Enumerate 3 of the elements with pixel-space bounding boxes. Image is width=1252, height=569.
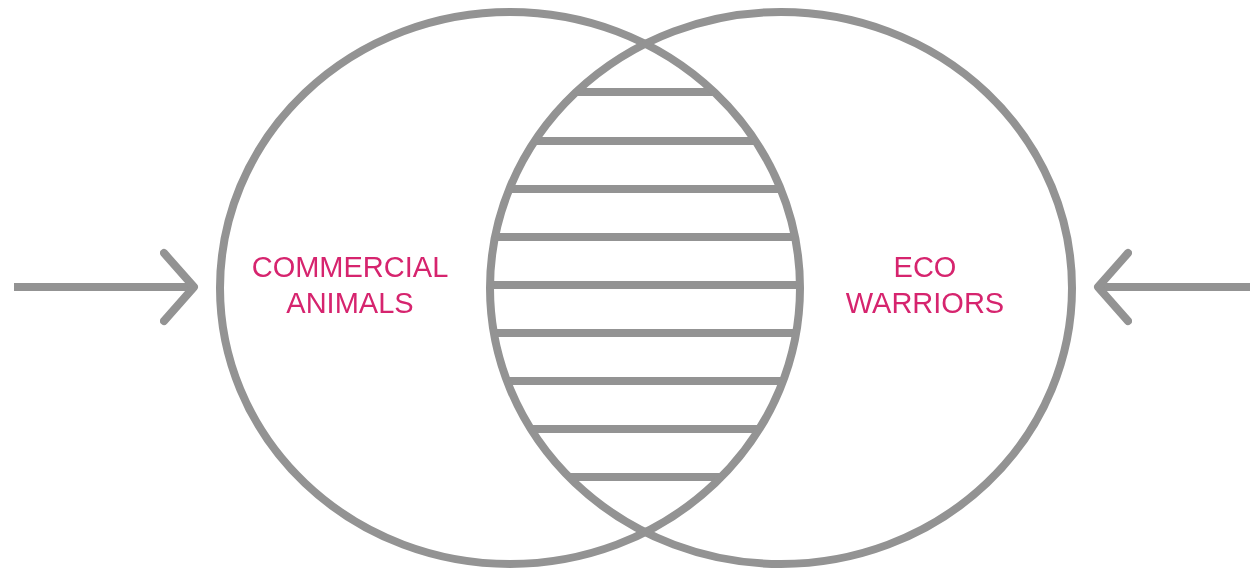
circle-label: COMMERCIAL ANIMALS xyxy=(250,250,450,321)
circle-label: ECO WARRIORS xyxy=(844,250,1006,321)
arrow xyxy=(1094,249,1250,325)
